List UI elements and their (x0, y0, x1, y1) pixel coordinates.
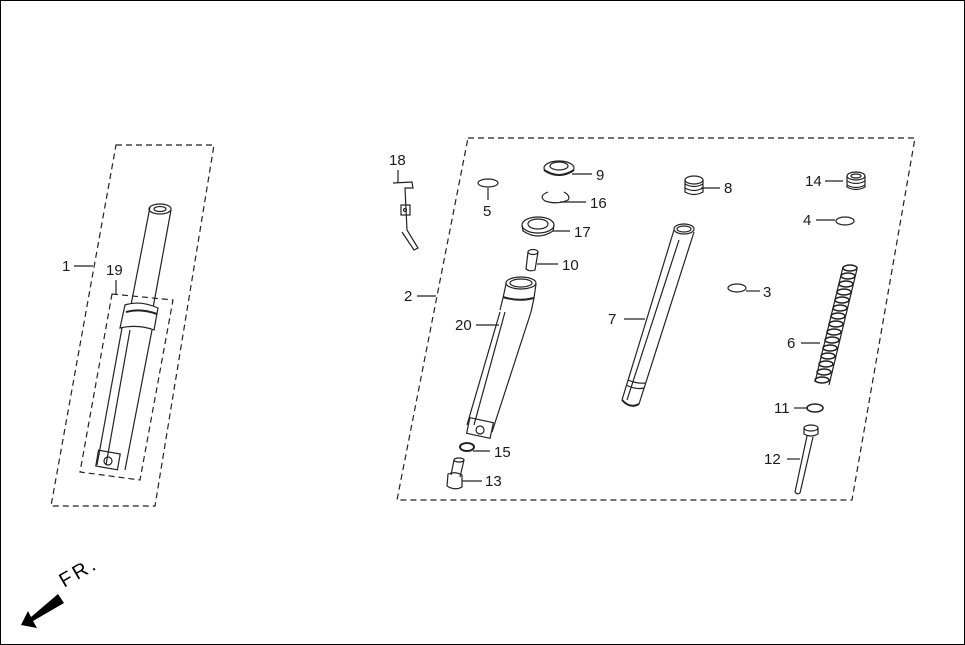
part-4-o-ring (835, 216, 855, 226)
part-label-11: 11 (774, 400, 790, 417)
part-label-5: 5 (483, 203, 492, 220)
part-label-16: 16 (590, 195, 607, 212)
part-label-15: 15 (494, 444, 511, 461)
part-label-17: 17 (574, 224, 591, 241)
part-3-o-ring (727, 283, 747, 293)
part-18-bracket (392, 181, 419, 251)
group-2-boundary (396, 137, 916, 501)
part-label-1: 1 (62, 258, 71, 275)
part-label-7: 7 (608, 311, 617, 328)
part-label-6: 6 (787, 335, 796, 352)
part-8-cap (684, 175, 704, 196)
part-label-18: 18 (389, 152, 406, 169)
part-7-inner-tube (621, 223, 695, 407)
part-label-10: 10 (562, 257, 579, 274)
part-1-fork-assembly (95, 203, 172, 471)
front-direction-arrow-icon (21, 594, 64, 628)
part-label-3: 3 (763, 284, 772, 301)
group-19-boundary (79, 293, 174, 481)
group-1-boundary (50, 144, 215, 507)
part-14-fork-cap (846, 171, 866, 191)
part-15-washer (459, 442, 475, 452)
part-20-outer-tube (465, 276, 537, 440)
part-11-o-ring (806, 403, 824, 413)
part-9-dust-seal (543, 160, 575, 176)
part-label-12: 12 (764, 451, 781, 468)
part-13-bolt (446, 457, 465, 490)
part-label-2: 2 (404, 288, 413, 305)
part-label-20: 20 (455, 317, 472, 334)
part-label-4: 4 (803, 212, 812, 229)
part-16-circlip (541, 191, 570, 204)
part-label-19: 19 (106, 262, 123, 279)
part-5-o-ring (477, 178, 499, 188)
part-6-spring-coils (814, 264, 858, 384)
part-12-damper-rod (794, 424, 819, 495)
part-label-13: 13 (485, 473, 502, 490)
part-17-oil-seal (521, 216, 555, 237)
part-label-9: 9 (596, 167, 605, 184)
part-label-14: 14 (805, 173, 822, 190)
part-label-8: 8 (724, 180, 733, 197)
part-6-spring (814, 266, 858, 386)
part-10-bushing (525, 248, 539, 272)
